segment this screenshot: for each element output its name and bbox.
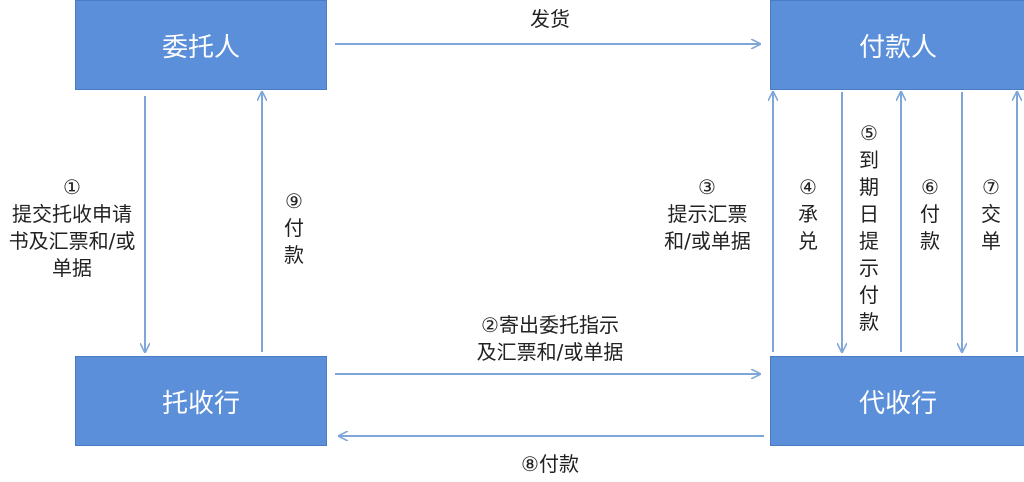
- label-step8: ⑧付款: [521, 452, 579, 476]
- label-step1-marker: ①: [63, 175, 81, 199]
- label-step3-line1: 提示汇票: [667, 202, 748, 226]
- label-step4-text: 承兑: [798, 202, 818, 253]
- node-collecting-bank: 代收行: [770, 356, 1024, 446]
- label-step3-marker: ③: [698, 175, 716, 199]
- node-principal-label: 委托人: [161, 32, 240, 63]
- node-principal: 委托人: [75, 0, 327, 90]
- label-step7-text: 交单: [981, 202, 1001, 253]
- node-payer-label: 付款人: [858, 32, 937, 63]
- label-step6-text: 付款: [920, 202, 940, 253]
- label-step4-marker: ④: [799, 175, 817, 199]
- node-collecting-bank-label: 代收行: [858, 388, 937, 419]
- label-step3-line2: 和/或单据: [664, 229, 751, 253]
- label-step2-line2: 及汇票和/或单据: [476, 340, 624, 364]
- label-step2-line1: ②寄出委托指示: [481, 313, 619, 337]
- node-remitting-bank-label: 托收行: [161, 388, 240, 419]
- label-step5-text: 到期日提示付款: [859, 148, 879, 334]
- label-step5-marker: ⑤: [860, 121, 878, 145]
- label-step9-text: 付款: [284, 216, 304, 267]
- label-step9-marker: ⑨: [285, 189, 303, 213]
- node-payer: 付款人: [770, 0, 1024, 90]
- label-step6-marker: ⑥: [921, 175, 939, 199]
- node-remitting-bank: 托收行: [75, 356, 327, 446]
- label-ship: 发货: [530, 7, 570, 31]
- label-step1-text: 提交托收申请书及汇票和/或单据: [8, 202, 136, 280]
- label-step7-marker: ⑦: [982, 175, 1000, 199]
